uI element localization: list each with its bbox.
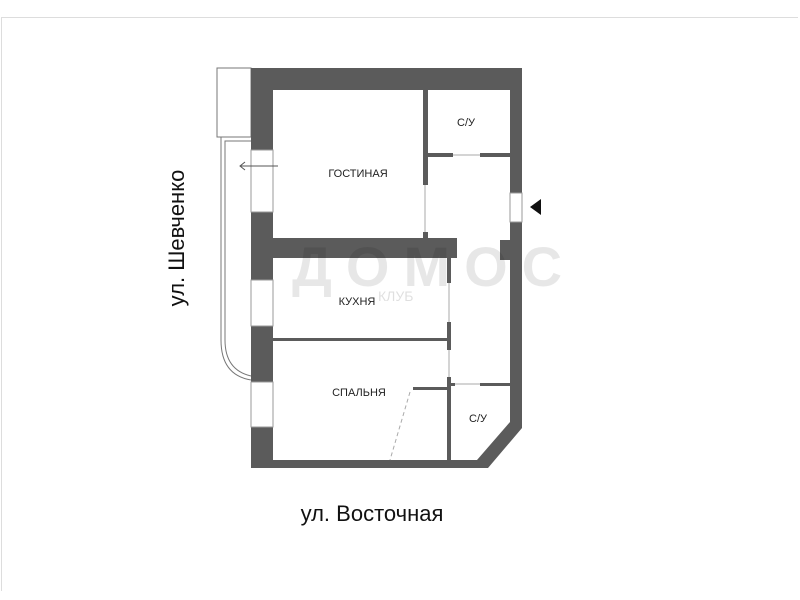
- image-frame: [1, 17, 798, 591]
- watermark-sub: КЛУБ: [378, 288, 413, 304]
- room-label-bathroom-bottom: С/У: [469, 413, 488, 425]
- street-label-bottom: ул. Восточная: [301, 501, 444, 526]
- room-label-living-room: ГОСТИНАЯ: [328, 168, 387, 180]
- entrance-door: [509, 192, 523, 223]
- interior-walls: [251, 90, 510, 460]
- balcony: [216, 67, 252, 381]
- entrance-arrow-icon: [530, 199, 541, 215]
- room-label-kitchen: КУХНЯ: [339, 296, 376, 308]
- balcony-exit-arrow-icon: [239, 161, 278, 171]
- watermark-logo: ДОМОС: [292, 235, 576, 298]
- room-label-bedroom: СПАЛЬНЯ: [332, 387, 386, 399]
- left-windows: [250, 149, 274, 428]
- interior-doors: [389, 154, 480, 461]
- room-label-bathroom-top: С/У: [457, 117, 476, 129]
- street-label-left: ул. Шевченко: [164, 170, 189, 307]
